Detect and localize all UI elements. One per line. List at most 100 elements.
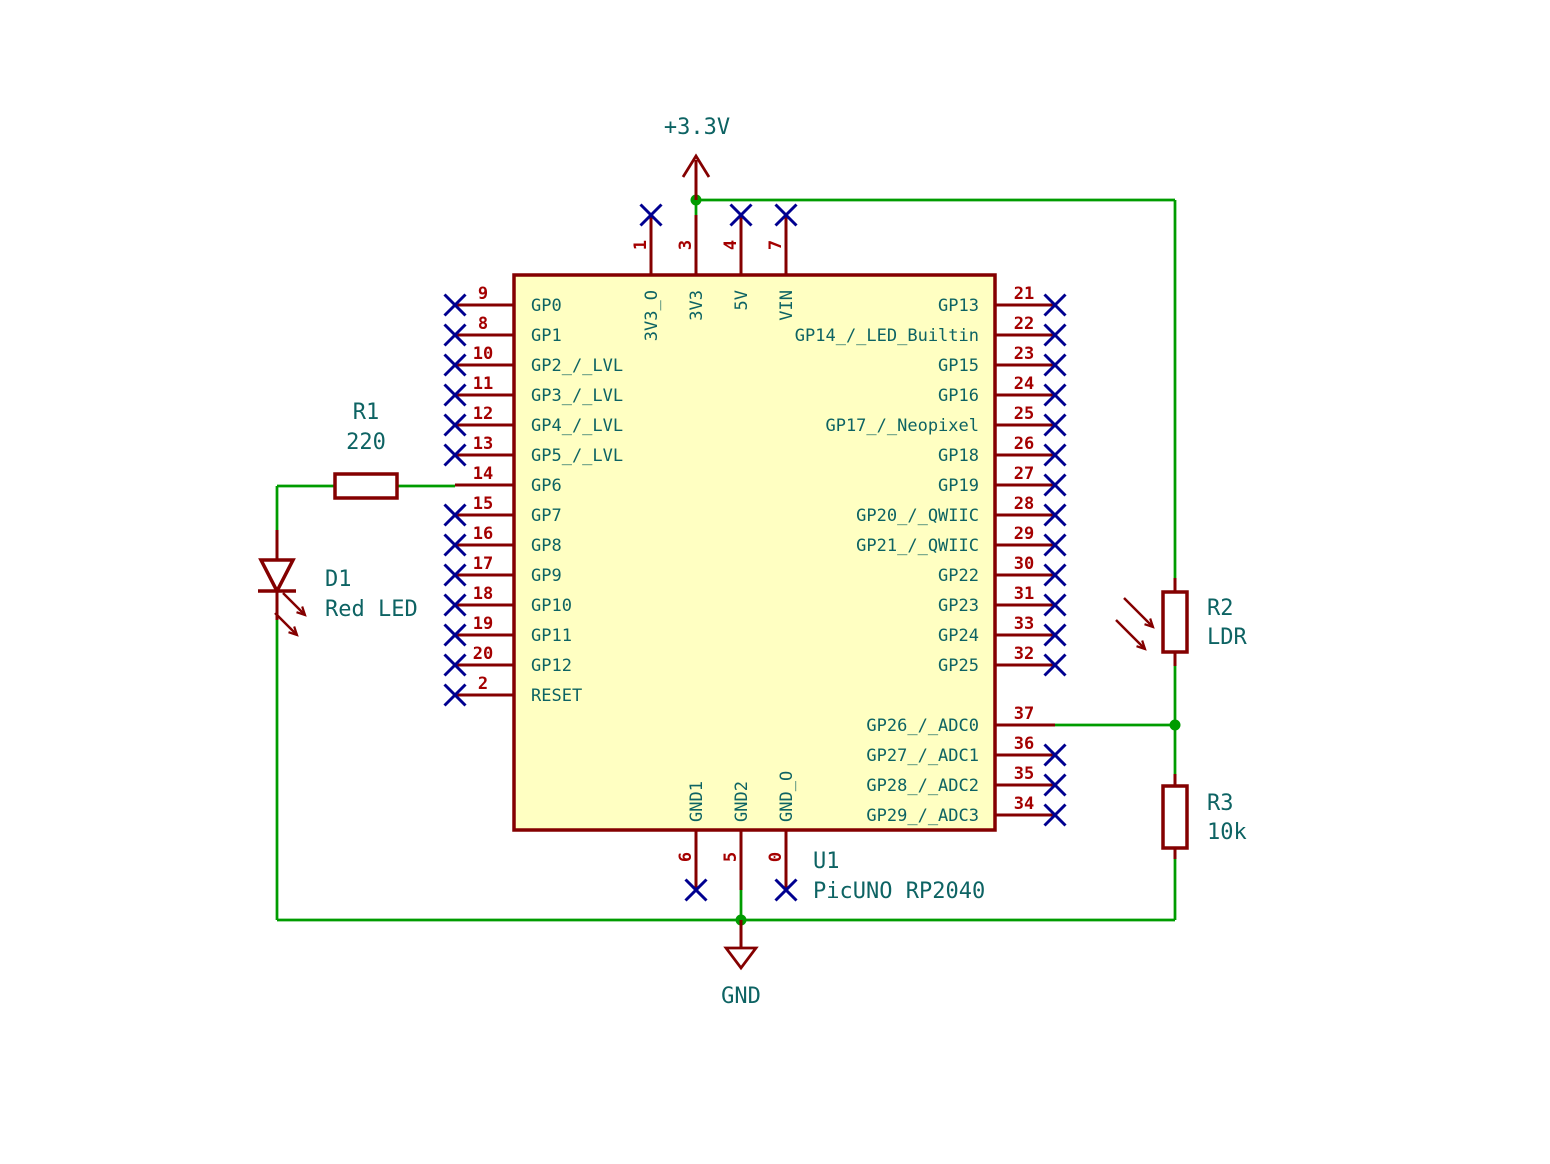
no-connect-icon — [774, 203, 798, 227]
no-connect-icon — [443, 383, 467, 407]
pin-name: GP17_/_Neopixel — [825, 416, 979, 436]
pin-name: 3V3_O — [642, 290, 662, 341]
no-connect-icon — [443, 653, 467, 677]
pin-number: 17 — [473, 554, 493, 574]
pin-name: GP7 — [531, 506, 562, 526]
led-d1-triangle — [258, 558, 296, 595]
pin-name: GP5_/_LVL — [531, 446, 623, 466]
led-emission-arrow-icon — [282, 592, 307, 617]
no-connect-icon — [443, 353, 467, 377]
pin-name: GP27_/_ADC1 — [866, 746, 979, 766]
resistor-r1-body — [333, 472, 399, 500]
pin-number: 27 — [1014, 464, 1034, 484]
no-connect-icon — [443, 323, 467, 347]
pin-number: 5 — [721, 852, 741, 862]
no-connect-icon — [774, 878, 798, 902]
ic-reference: U1 — [813, 849, 840, 874]
pin-number: 22 — [1014, 314, 1034, 334]
pin-number: 2 — [478, 674, 488, 694]
pin-name: GP18 — [938, 446, 979, 466]
pin-name: GP12 — [531, 656, 572, 676]
pin-number: 20 — [473, 644, 493, 664]
pin-number: 26 — [1014, 434, 1034, 454]
pin-name: GP1 — [531, 326, 562, 346]
pin-number: 10 — [473, 344, 493, 364]
pin-number: 37 — [1014, 704, 1034, 724]
ground-net-label: GND — [721, 984, 761, 1009]
pin-name: GP16 — [938, 386, 979, 406]
pin-name: GP21_/_QWIIC — [856, 536, 979, 556]
no-connect-icon — [1043, 503, 1067, 527]
pin-name: GP10 — [531, 596, 572, 616]
pin-number: 28 — [1014, 494, 1034, 514]
ldr-light-arrow-icon — [1115, 619, 1147, 651]
no-connect-icon — [1043, 383, 1067, 407]
pin-number: 7 — [766, 240, 786, 250]
pin-name: GP9 — [531, 566, 562, 586]
r1-value: 220 — [346, 430, 386, 455]
pin-number: 34 — [1014, 794, 1034, 814]
gnd-symbol-icon — [723, 946, 759, 971]
pin-number: 19 — [473, 614, 493, 634]
no-connect-icon — [443, 443, 467, 467]
r1-reference: R1 — [353, 400, 380, 425]
pin-number: 18 — [473, 584, 493, 604]
pin-name: GP6 — [531, 476, 562, 496]
no-connect-icon — [1043, 593, 1067, 617]
no-connect-icon — [1043, 563, 1067, 587]
pin-number: 32 — [1014, 644, 1034, 664]
r2-reference: R2 — [1207, 596, 1234, 621]
pin-name: 5V — [732, 290, 752, 310]
pin-name: GP3_/_LVL — [531, 386, 623, 406]
pin-number: 31 — [1014, 584, 1034, 604]
no-connect-icon — [1043, 653, 1067, 677]
no-connect-icon — [1043, 743, 1067, 767]
no-connect-icon — [729, 203, 753, 227]
pin-name: 3V3 — [687, 290, 707, 321]
d1-value: Red LED — [325, 597, 418, 622]
no-connect-icon — [443, 683, 467, 707]
no-connect-icon — [1043, 623, 1067, 647]
pin-name: GP0 — [531, 296, 562, 316]
pin-number: 25 — [1014, 404, 1034, 424]
no-connect-icon — [443, 563, 467, 587]
pin-number: 23 — [1014, 344, 1034, 364]
no-connect-icon — [443, 413, 467, 437]
pin-number: 21 — [1014, 284, 1034, 304]
pin-name: GP8 — [531, 536, 562, 556]
ic-value: PicUNO RP2040 — [813, 879, 985, 904]
pin-number: 13 — [473, 434, 493, 454]
d1-reference: D1 — [325, 567, 352, 592]
pin-name: GP29_/_ADC3 — [866, 806, 979, 826]
pin-number: 29 — [1014, 524, 1034, 544]
pin-number: 4 — [721, 240, 741, 250]
resistor-r3-body — [1161, 784, 1189, 850]
pin-number: 9 — [478, 284, 488, 304]
pin-number: 3 — [676, 240, 696, 250]
pin-name: GP2_/_LVL — [531, 356, 623, 376]
no-connect-icon — [1043, 293, 1067, 317]
no-connect-icon — [1043, 413, 1067, 437]
no-connect-icon — [1043, 473, 1067, 497]
pin-number: 36 — [1014, 734, 1034, 754]
no-connect-icon — [1043, 443, 1067, 467]
pin-name: GP13 — [938, 296, 979, 316]
ldr-light-arrow-icon — [1123, 597, 1155, 629]
no-connect-icon — [443, 293, 467, 317]
no-connect-icon — [684, 878, 708, 902]
r2-value: LDR — [1207, 625, 1247, 650]
power-arrow-icon — [681, 153, 711, 178]
pin-number: 15 — [473, 494, 493, 514]
no-connect-icon — [1043, 533, 1067, 557]
led-emission-arrow-icon — [274, 612, 299, 637]
no-connect-icon — [443, 623, 467, 647]
pin-number: 35 — [1014, 764, 1034, 784]
no-connect-icon — [443, 503, 467, 527]
pin-number: 24 — [1014, 374, 1034, 394]
pin-number: 14 — [473, 464, 493, 484]
pin-name: GP22 — [938, 566, 979, 586]
r3-value: 10k — [1207, 820, 1247, 845]
pin-number: 6 — [676, 852, 696, 862]
